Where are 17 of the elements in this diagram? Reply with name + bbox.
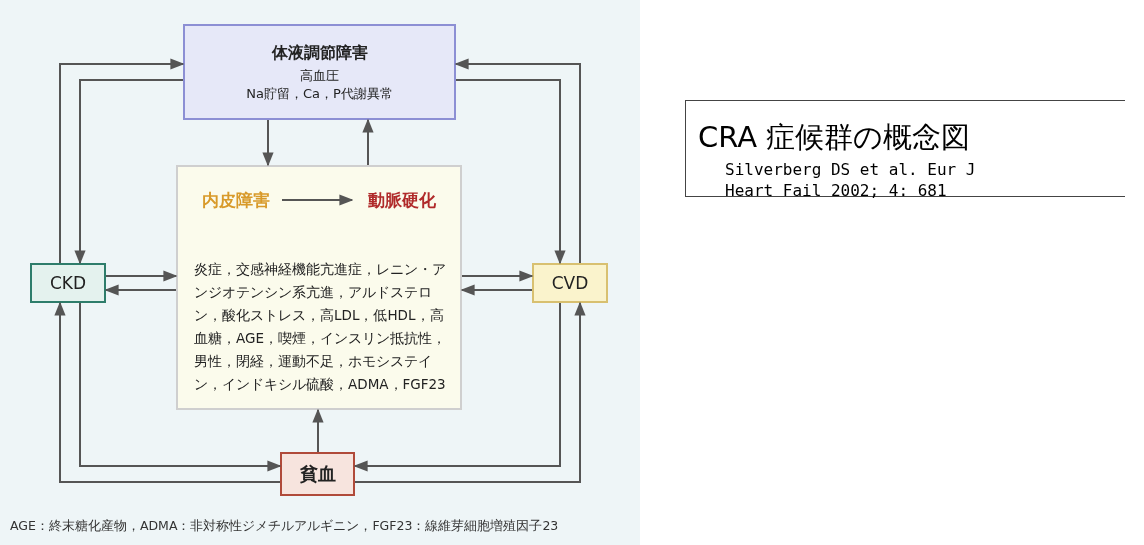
- citation: Silverberg DS et al. Eur J Heart Fail 2002; 4: 681: [725, 160, 977, 202]
- node-label: 内皮障害: [190, 186, 282, 214]
- footnote: AGE：終末糖化産物，ADMA：非対称性ジメチルアルギニン，FGF23：線維芽細胞増殖因子23: [10, 518, 559, 535]
- box-text: 炎症，交感神経機能亢進症，レニン・アンジオテンシン系亢進，アルドステロン，酸化ストレス，高LDL，低HDL，高血糖，AGE，喫煙，インスリン抵抗性，男性，閉経，運動不足，ホモシステイン，インドキシル硫酸，ADMA，FGF23: [194, 260, 447, 395]
- box-text: 高血圧: [300, 67, 339, 85]
- process-box: [30, 263, 106, 303]
- box-text: 貧血: [299, 461, 336, 486]
- process-box: [176, 165, 462, 410]
- process-box: [532, 263, 608, 303]
- box-heading: 体液調節障害: [271, 41, 368, 64]
- box-text: Na貯留，Ca，P代謝異常: [246, 84, 393, 103]
- node-label: 動脈硬化: [352, 186, 452, 214]
- box-text: CKD: [49, 271, 87, 295]
- title: CRA 症候群の概念図: [698, 119, 971, 156]
- process-box: [280, 452, 355, 496]
- process-box: [183, 24, 456, 120]
- box-text: CVD: [551, 271, 589, 295]
